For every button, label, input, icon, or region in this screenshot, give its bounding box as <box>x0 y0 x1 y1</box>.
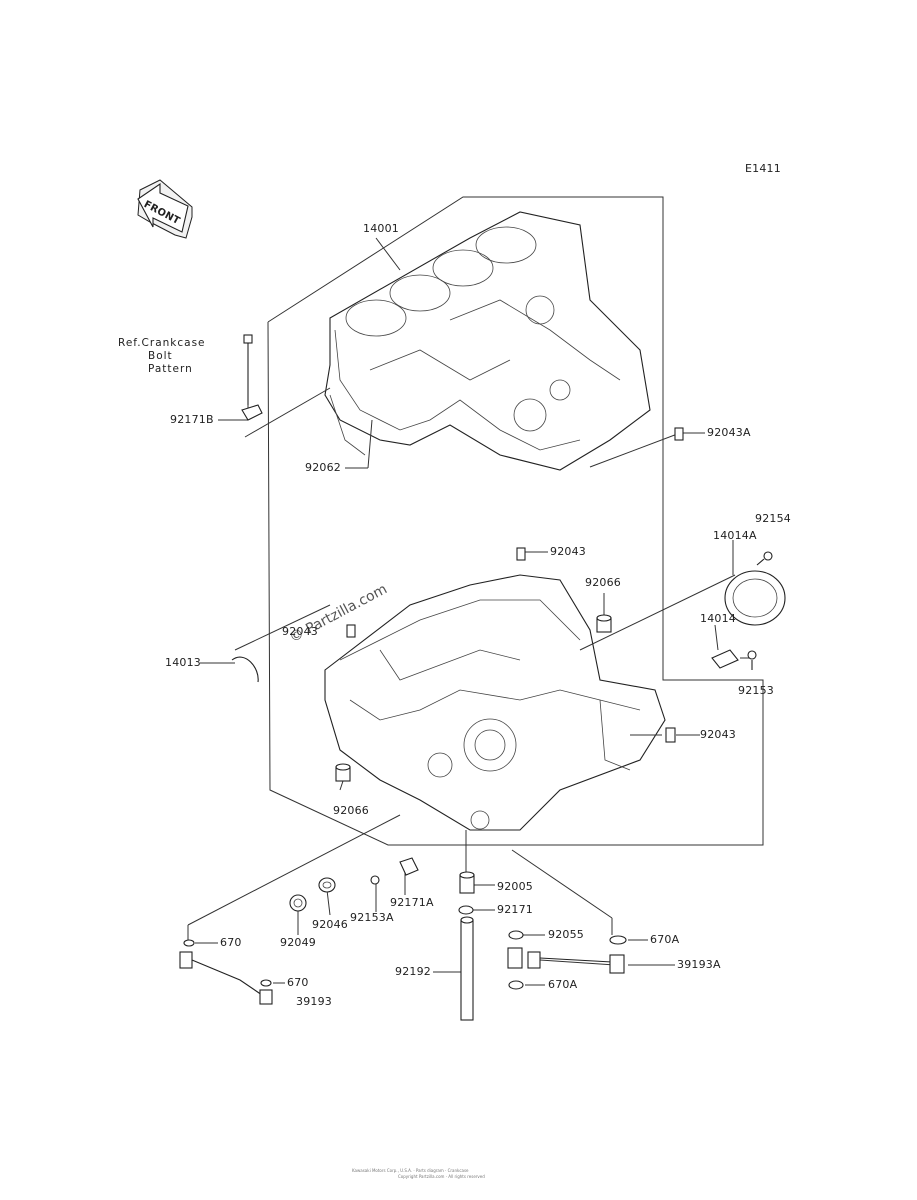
bolt-92153-icon <box>747 650 757 670</box>
callout-92171a[interactable]: 92171A <box>390 896 434 909</box>
callout-670a-b[interactable]: 670A <box>548 978 578 991</box>
callout-92043-left[interactable]: 92043 <box>282 625 318 638</box>
callout-92043a[interactable]: 92043A <box>707 426 751 439</box>
callout-92192[interactable]: 92192 <box>395 965 431 978</box>
pipe-39193a-icon <box>507 947 625 974</box>
callout-14001[interactable]: 14001 <box>363 222 399 235</box>
callout-670-b[interactable]: 670 <box>287 976 309 989</box>
oring-670-a-icon <box>183 939 195 947</box>
seal-14013-icon <box>231 656 259 683</box>
pipe-39193-icon <box>179 951 273 1005</box>
callout-92043-top[interactable]: 92043 <box>550 545 586 558</box>
ref-note-line2: Bolt <box>148 350 173 362</box>
callout-92043-right[interactable]: 92043 <box>700 728 736 741</box>
bolt-92171b-icon <box>241 334 263 421</box>
bracket-14014-icon <box>711 649 739 669</box>
callout-92153a[interactable]: 92153A <box>350 911 394 924</box>
lower-crankcase <box>324 574 666 831</box>
callout-92171b[interactable]: 92171B <box>170 413 214 426</box>
bolt-92154-icon <box>756 551 773 566</box>
callout-92046[interactable]: 92046 <box>312 918 348 931</box>
front-arrow-icon <box>137 179 193 239</box>
footer-line2: Copyright Partzilla.com · All rights res… <box>398 1174 485 1179</box>
callout-14014a[interactable]: 14014A <box>713 529 757 542</box>
callout-92055[interactable]: 92055 <box>548 928 584 941</box>
bearing-92046-icon <box>318 877 336 893</box>
upper-group-outline <box>267 196 764 846</box>
footer-line1: Kawasaki Motors Corp., U.S.A. · Parts di… <box>352 1168 469 1173</box>
dowel-92043-left-icon <box>346 624 356 638</box>
callout-92066-bot[interactable]: 92066 <box>333 804 369 817</box>
callout-92154[interactable]: 92154 <box>755 512 791 525</box>
dowel-92043a-icon <box>674 427 684 441</box>
callout-39193[interactable]: 39193 <box>296 995 332 1008</box>
clip-92171a-icon <box>399 857 419 876</box>
seal-92049-icon <box>289 894 307 912</box>
ref-note-line1: Ref.Crankcase <box>118 337 206 349</box>
dowel-92043-top-icon <box>516 547 526 561</box>
callout-92005[interactable]: 92005 <box>497 880 533 893</box>
callout-14014[interactable]: 14014 <box>700 612 736 625</box>
callout-92066-top[interactable]: 92066 <box>585 576 621 589</box>
ref-note-line3: Pattern <box>148 363 193 375</box>
oring-92055-icon <box>508 930 524 940</box>
oring-670a-a-icon <box>609 935 627 945</box>
callout-92049[interactable]: 92049 <box>280 936 316 949</box>
bolt-92153a-icon <box>370 875 380 885</box>
cover-14014a-icon <box>724 570 786 626</box>
oring-670a-b-icon <box>508 980 524 990</box>
callout-39193a[interactable]: 39193A <box>677 958 721 971</box>
callout-670-a[interactable]: 670 <box>220 936 242 949</box>
callout-92062[interactable]: 92062 <box>305 461 341 474</box>
clamp-92171-icon <box>458 905 474 915</box>
pipe-92192-icon <box>460 916 474 1021</box>
dowel-92043-right-icon <box>665 727 676 743</box>
callout-92171[interactable]: 92171 <box>497 903 533 916</box>
upper-crankcase <box>324 211 651 471</box>
valve-92005-icon <box>459 871 475 894</box>
callout-670a-a[interactable]: 670A <box>650 933 680 946</box>
diagram-id: E1411 <box>745 162 781 175</box>
plug-92066-top-icon <box>596 614 612 633</box>
plug-92066-bot-icon <box>335 763 351 782</box>
callout-14013[interactable]: 14013 <box>165 656 201 669</box>
oring-670-b-icon <box>260 979 272 987</box>
callout-92153[interactable]: 92153 <box>738 684 774 697</box>
